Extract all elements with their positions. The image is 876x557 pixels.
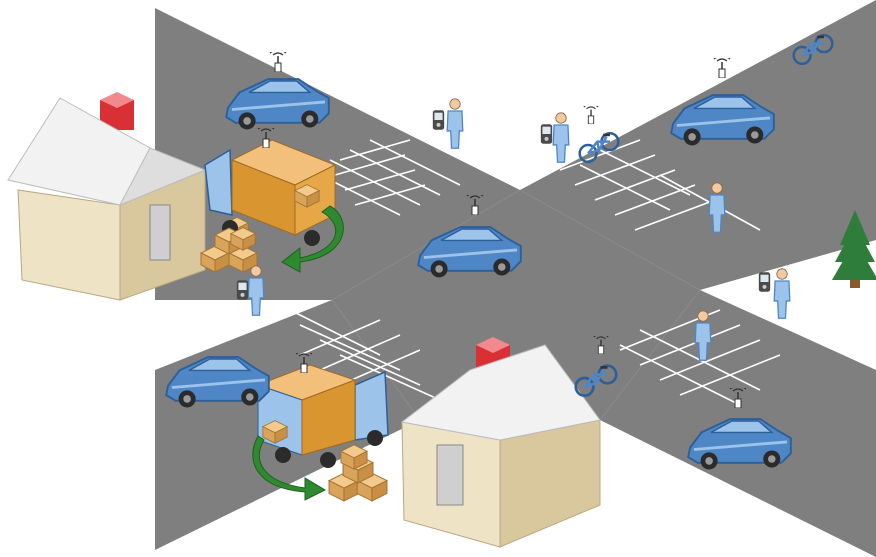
pedestrian-with-phone-northeast [541,113,569,162]
pedestrian-with-phone-north [433,99,463,148]
door [150,205,170,260]
pedestrian-with-phone-east [759,269,790,318]
door [437,445,463,505]
